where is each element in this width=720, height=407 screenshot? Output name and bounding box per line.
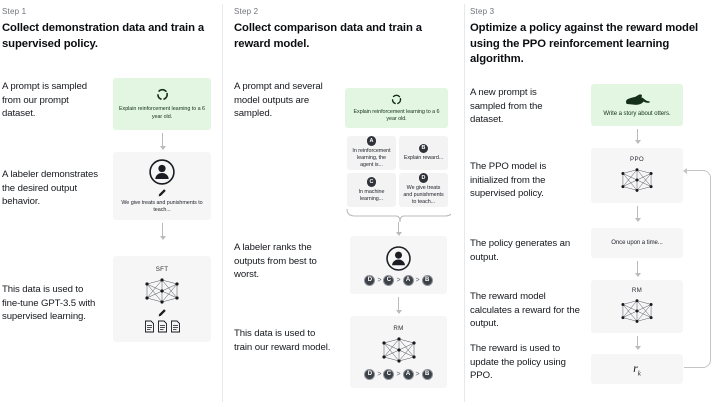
column-divider-1 [222,4,223,402]
rank-separator: > [415,276,420,284]
step-3-caption-2: The PPO model is initialized from the su… [470,161,547,200]
step-3-prompt-card: Write a story about otters. [591,84,683,126]
arrow-down [159,223,166,240]
document-icon [144,320,155,333]
step-1-labeler-text: We give treats and punishments to teach.… [121,199,203,213]
step-3-column: Step 3 Optimize a policy against the rew… [466,0,720,407]
step-1-caption-2: A labeler demonstrates the desired outpu… [2,169,98,208]
step-2-rank-card: D > C > A > B [350,236,447,294]
option-badge-c: C [366,177,377,187]
pencil-icon [157,188,167,198]
rank-separator: > [415,370,420,378]
recycle-loop-icon [390,93,403,106]
rank-separator: > [377,276,382,284]
neural-network-icon [377,334,421,366]
arrow-down [634,336,641,350]
rank-separator: > [377,370,382,378]
rank-pill-1: D [364,368,376,380]
arrow-down [395,222,402,236]
arrow-down [634,206,641,222]
step-3-caption-4: The reward model calculates a reward for… [470,291,580,330]
option-text-b: Explain reward... [403,155,444,162]
step-2-prompt-text: Explain reinforcement learning to a 6 ye… [353,108,440,122]
neural-network-icon [616,165,658,195]
step-1-column: Step 1 Collect demonstration data and tr… [0,0,222,407]
rank-separator: > [396,370,401,378]
pencil-icon [157,308,167,318]
step-3-rm-title: RM [631,287,643,294]
rank-pill-1: D [364,274,376,286]
step-3-title: Optimize a policy against the reward mod… [470,22,699,65]
option-badge-d: D [418,173,429,183]
reward-symbol: rk [633,360,641,378]
documents-group [144,320,181,333]
option-card-a: A In reinforcement learning, the agent i… [347,136,396,170]
step-2-rm-title: RM [393,324,404,332]
rank-separator: > [396,276,401,284]
step-2-prompt-card: Explain reinforcement learning to a 6 ye… [345,88,448,128]
rank-pill-3: A [402,368,414,380]
ranking-row: D > C > A > B [364,368,433,380]
rank-pill-4: B [421,368,433,380]
step-3-reward-card: rk [591,354,683,384]
step-3-output-text: Once upon a time... [611,240,663,246]
step-3-ppo-title: PPO [630,156,644,163]
step-2-caption-1: A prompt and several model outputs are s… [234,81,323,120]
step-1-sft-card: SFT [113,256,211,342]
arrow-down [159,133,166,150]
step-2-rm-card: RM D > C > A [350,316,447,388]
arrow-down [634,261,641,277]
step-3-output-card: Once upon a time... [591,228,683,258]
otter-icon [623,92,651,107]
person-circle-icon [148,158,176,186]
rank-pill-4: B [421,274,433,286]
step-1-prompt-text: Explain reinforcement learning to a 6 ye… [119,106,205,120]
step-1-label: Step 1 [2,7,27,16]
arrow-down [395,297,402,314]
option-card-d: D We give treats and punishments to teac… [399,173,448,207]
option-text-c: In machine learning... [358,188,385,202]
step-1-prompt-card: Explain reinforcement learning to a 6 ye… [113,78,211,130]
step-2-column: Step 2 Collect comparison data and train… [232,0,454,407]
step-1-sft-title: SFT [155,265,169,273]
option-text-d: We give treats and punishments to teach.… [403,184,444,206]
step-2-title: Collect comparison data and train a rewa… [234,22,422,50]
step-3-label: Step 3 [470,7,495,16]
option-card-c: C In machine learning... [347,173,396,207]
step-1-title: Collect demonstration data and train a s… [2,22,205,50]
merge-brace [345,209,451,223]
step-2-caption-3: This data is used to train our reward mo… [234,328,331,353]
document-icon [170,320,181,333]
recycle-loop-icon [155,87,170,102]
step-3-caption-1: A new prompt is sampled from the dataset… [470,87,543,126]
rank-pill-2: C [383,368,395,380]
option-badge-b: B [418,143,429,154]
person-circle-icon [385,245,412,272]
option-card-b: B Explain reward... [399,136,448,170]
ranking-row: D > C > A > B [364,274,433,286]
rank-pill-2: C [383,274,395,286]
step-2-caption-2: A labeler ranks the outputs from best to… [234,242,317,281]
step-3-rm-card: RM [591,280,683,333]
ppo-feedback-loop [683,167,711,368]
step-3-ppo-card: PPO [591,148,683,203]
column-divider-2 [464,4,465,402]
neural-network-icon [616,296,658,326]
option-text-a: In reinforcement learning, the agent is.… [352,147,391,169]
step-3-caption-5: The reward is used to update the policy … [470,343,566,382]
arrow-down [634,129,641,144]
step-3-caption-3: The policy generates an output. [470,238,571,263]
step-1-labeler-card: We give treats and punishments to teach.… [113,152,211,220]
step-2-label: Step 2 [234,7,259,16]
neural-network-icon [140,275,184,307]
document-icon [157,320,168,333]
rank-pill-3: A [402,274,414,286]
step-1-caption-3: This data is used to fine-tune GPT-3.5 w… [2,284,96,323]
step-3-prompt-text: Write a story about otters. [603,111,671,117]
step-1-caption-1: A prompt is sampled from our prompt data… [2,81,88,120]
option-badge-a: A [366,136,377,146]
